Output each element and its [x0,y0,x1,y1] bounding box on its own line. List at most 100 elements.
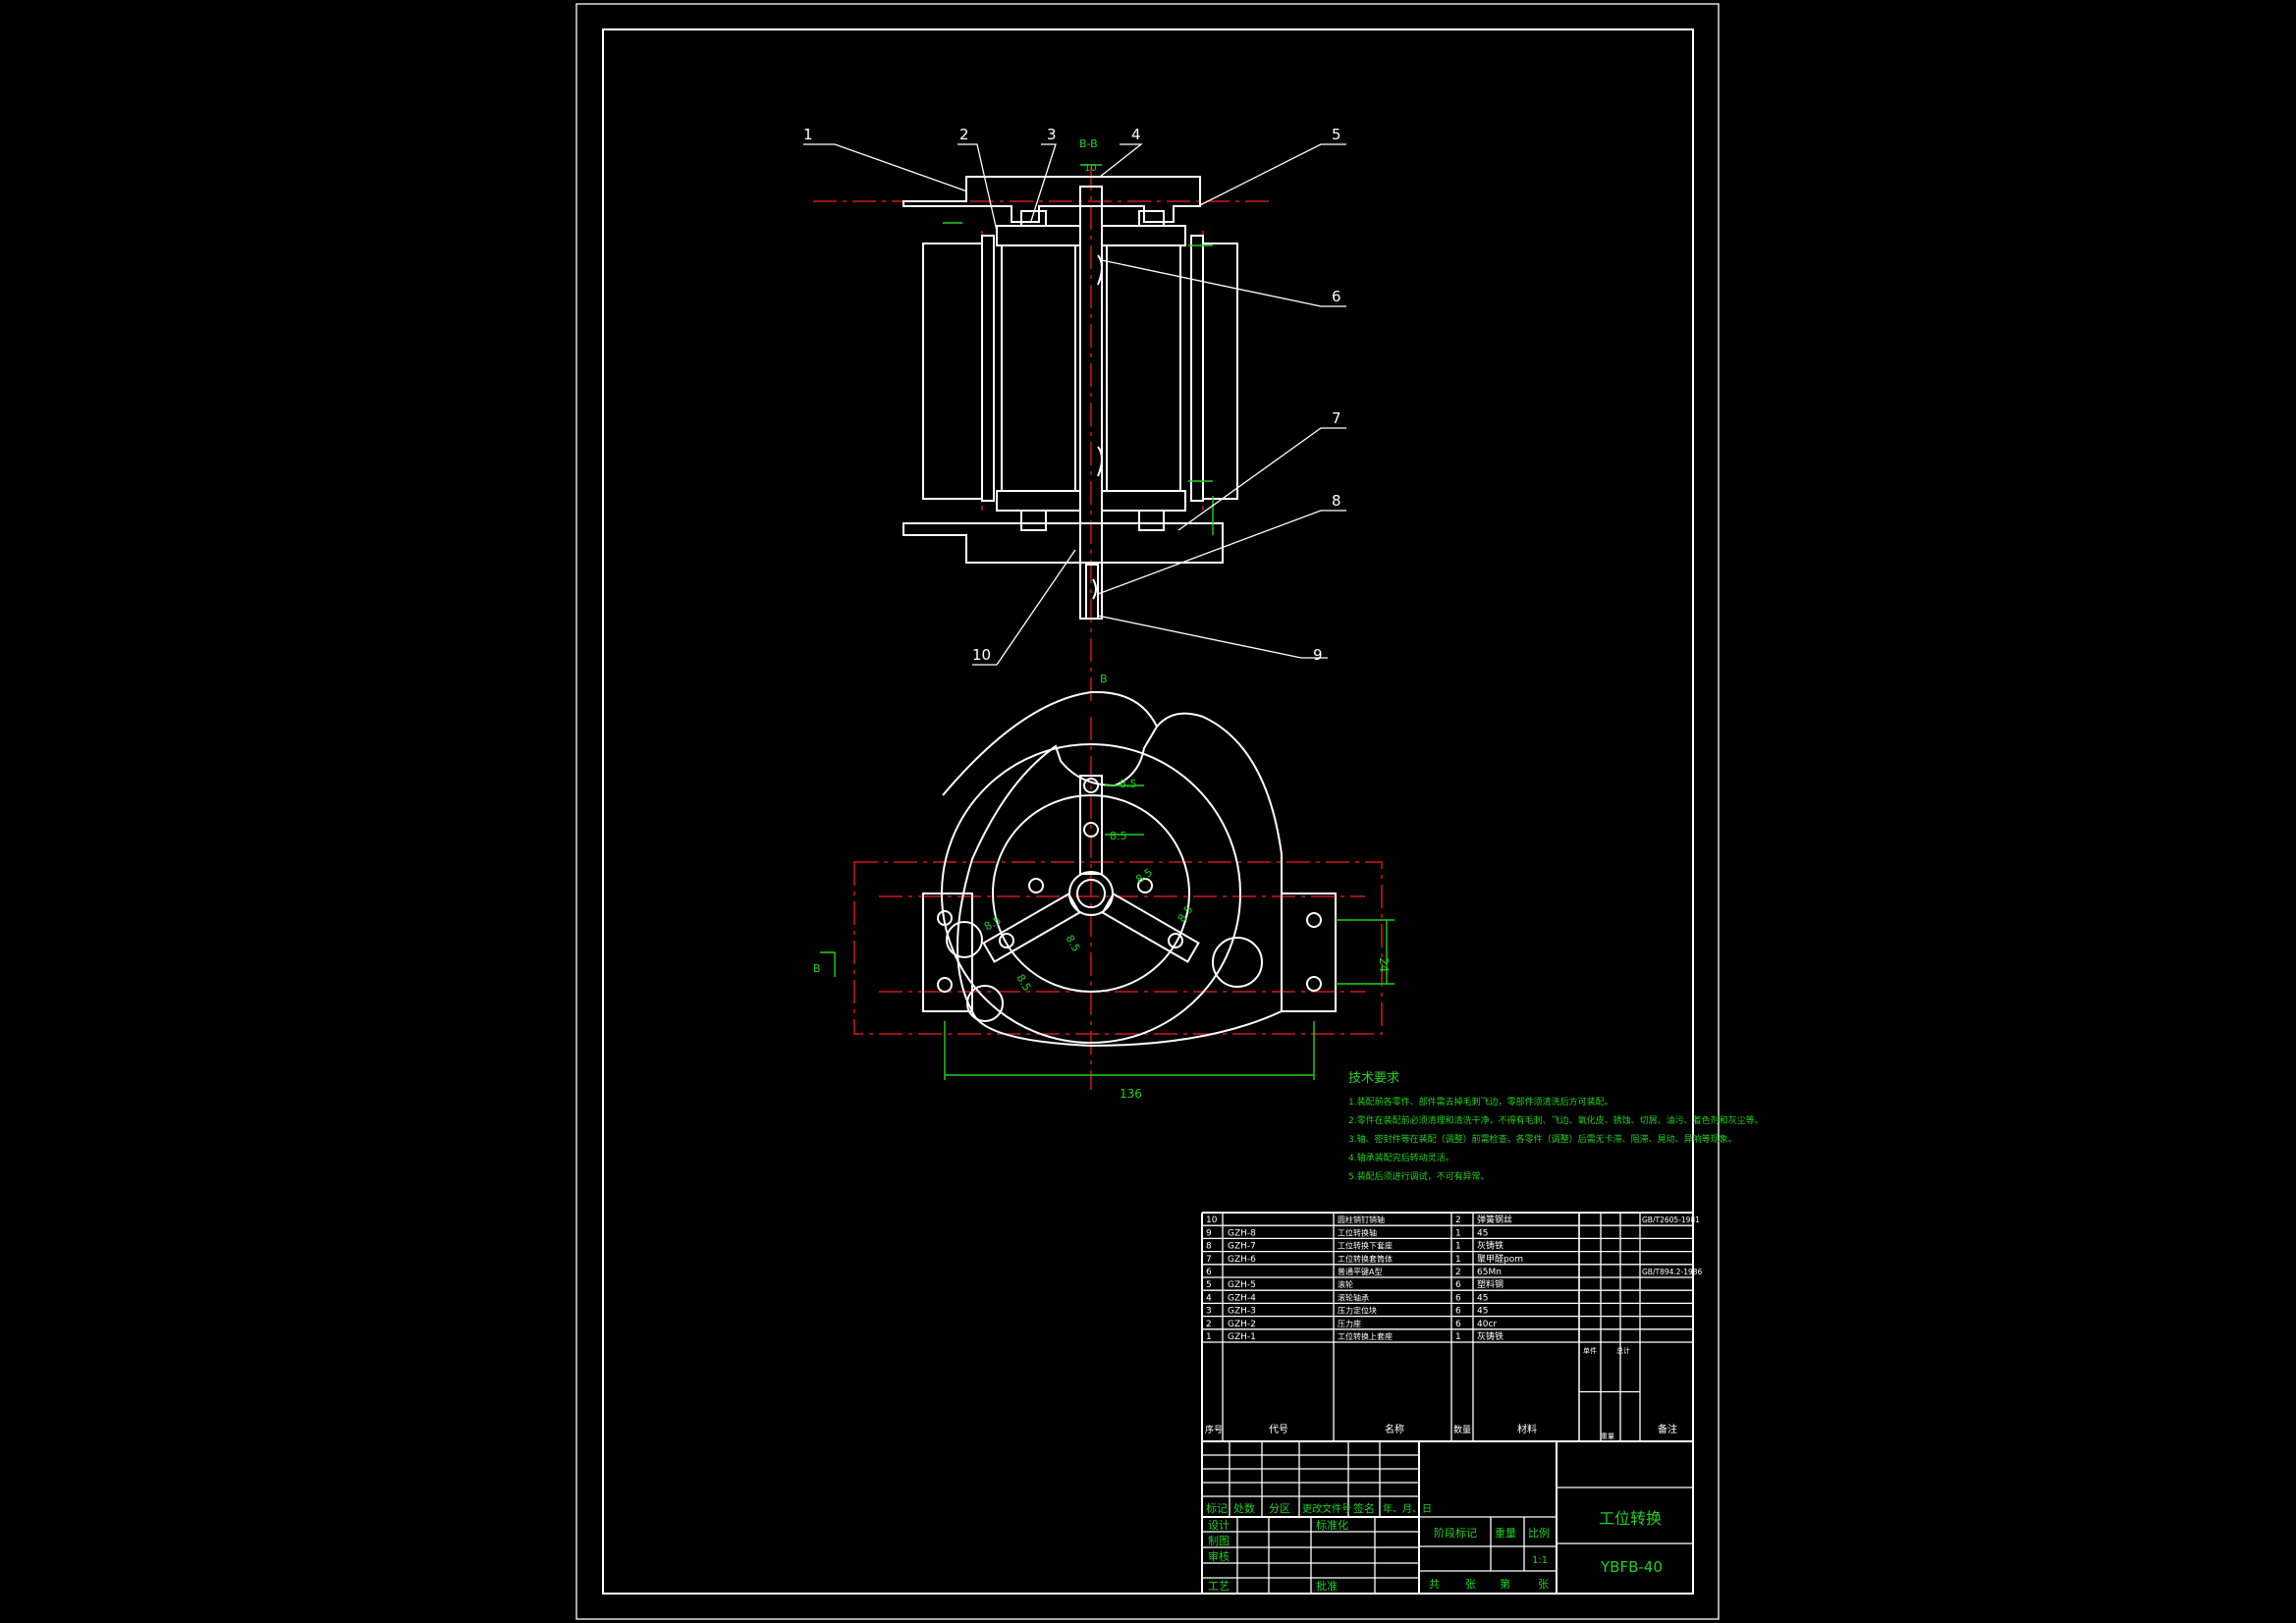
bom-code: GZH-1 [1228,1332,1256,1342]
dim-plan-5: 8.5 [1063,933,1082,954]
tech-title: 技术要求 [1348,1071,1399,1086]
section-label: B-B [1079,137,1098,150]
dim-width: 136 [1120,1087,1142,1101]
plan-view: 8.5 8.5 8.5 8.5 8.5 8.5 8.5 136 24 B [813,690,1394,1101]
title-block: 标记 处数 分区 更改文件号 签名 年、月、日 设计 标准化 制图 审核 工艺 … [1201,1440,1694,1595]
bom-code: GZH-6 [1228,1255,1256,1265]
tb-review: 审核 [1208,1549,1230,1563]
tb-total-unit: 张 [1465,1578,1476,1591]
tb-total: 共 [1429,1578,1440,1591]
leader-5: 5 [1332,126,1341,143]
bom-qty: 2 [1455,1268,1461,1277]
bom-material: 45 [1477,1293,1488,1303]
bom-header-unit: 单件 [1583,1346,1597,1355]
bom-material: 45 [1477,1228,1488,1238]
dim-plan-4: 8.5 [1175,903,1196,925]
bom-name: 滚轮轴承 [1338,1292,1369,1302]
tb-weight: 重量 [1495,1526,1516,1540]
bom-name: 普通平键A型 [1338,1267,1382,1276]
tb-scale-value: 1:1 [1532,1555,1548,1566]
bom-name: 工位转换套筒体 [1338,1254,1393,1264]
bom-name: 工位转换上套座 [1338,1331,1393,1341]
bom-name: 压力座 [1338,1319,1361,1328]
leader-10: 10 [972,646,991,664]
drawing-title: 工位转换 [1599,1509,1662,1528]
bom-header-remark: 备注 [1658,1423,1677,1435]
outer-frame [575,3,1720,1620]
bom-standard: GB/T2605-1981 [1642,1216,1700,1224]
dim-height: 24 [1377,957,1391,972]
dim-plan-6: 8.5 [1013,972,1033,994]
bom-no: 2 [1206,1320,1212,1329]
tb-design: 设计 [1208,1519,1230,1532]
tb-sheet-unit: 张 [1538,1578,1549,1591]
tech-line-4: 4.轴承装配完后转动灵活。 [1348,1152,1454,1163]
bom-code: GZH-3 [1228,1307,1256,1317]
tb-draw: 制图 [1208,1535,1230,1547]
bom-qty: 1 [1455,1228,1461,1238]
technical-requirements: 技术要求 1.装配前各零件、部件需去掉毛刺飞边，零部件须清洗后方可装配。 2.零… [1348,1071,1764,1182]
tb-scale: 比例 [1528,1526,1550,1540]
bom-no: 4 [1206,1293,1212,1303]
dim-top: 10 [1084,163,1097,174]
leader-3: 3 [1047,126,1057,143]
bom-qty: 6 [1455,1280,1461,1290]
tb-date: 年、月、日 [1383,1502,1432,1515]
bom-header-no: 序号 [1205,1424,1223,1435]
bom-name: 工位转换轴 [1338,1227,1377,1237]
tb-change-doc: 更改文件号 [1302,1502,1351,1515]
leader-8: 8 [1332,492,1341,510]
bom-no: 9 [1206,1228,1212,1238]
bom-no: 6 [1206,1268,1212,1277]
section-marker-side: B [813,962,821,975]
drawing-code: YBFB-40 [1600,1558,1663,1576]
bom-no: 1 [1206,1332,1212,1342]
bom-qty: 6 [1455,1320,1461,1329]
inner-frame [602,28,1694,1595]
bom-name: 压力定位块 [1338,1306,1377,1316]
tb-count: 处数 [1233,1502,1255,1515]
bom-name: 滚轮 [1338,1279,1353,1289]
bom-material: 塑料钢 [1477,1278,1503,1290]
bom-header-weight: 重量 [1601,1433,1614,1440]
bom-name: 工位转换下套座 [1338,1241,1393,1251]
bom-no: 7 [1206,1255,1212,1265]
bom-no: 10 [1206,1216,1218,1225]
leader-6: 6 [1332,288,1341,305]
tb-sign: 签名 [1353,1501,1375,1515]
section-marker-top: B [1100,673,1108,685]
dim-plan-2: 8.5 [1110,830,1127,842]
bom-material: 45 [1477,1307,1488,1317]
bom-material: 弹簧钢丝 [1477,1214,1512,1225]
bom-material: 65Mn [1477,1268,1502,1277]
leader-2: 2 [959,126,969,143]
bom-material: 40cr [1477,1320,1497,1329]
tb-zone: 分区 [1269,1502,1290,1515]
tb-approve: 批准 [1316,1579,1338,1593]
tb-stage-mark: 阶段标记 [1434,1526,1477,1540]
bom-name: 圆柱销钉销轴 [1338,1215,1385,1224]
tech-line-1: 1.装配前各零件、部件需去掉毛刺飞边，零部件须清洗后方可装配。 [1348,1096,1613,1108]
bom-no: 3 [1206,1307,1212,1317]
tb-standardize: 标准化 [1316,1518,1348,1532]
bom-material: 灰铸铁 [1477,1240,1503,1252]
bom-standard: GB/T894.2-1986 [1642,1268,1703,1276]
tech-line-3: 3.轴、密封件等在装配（调整）前需检查，各零件（调整）后需无卡滞、阻滞、晃动、异… [1348,1133,1737,1145]
bom-no: 8 [1206,1242,1212,1252]
bom-qty: 1 [1455,1242,1461,1252]
tech-line-5: 5.装配后须进行调试，不可有异常。 [1348,1170,1490,1182]
bom-code: GZH-7 [1228,1242,1256,1252]
bom-material: 聚甲醛pom [1477,1253,1523,1265]
bom-qty: 6 [1455,1307,1461,1317]
bom-code: GZH-5 [1228,1280,1256,1290]
bom-qty: 1 [1455,1255,1461,1265]
bom-no: 5 [1206,1280,1212,1290]
bom-code: GZH-2 [1228,1320,1256,1329]
dim-plan-1: 8.5 [1120,778,1137,790]
tb-process: 工艺 [1208,1580,1230,1593]
bom-code: GZH-8 [1228,1228,1256,1238]
tb-mark: 标记 [1206,1501,1228,1515]
tech-line-2: 2.零件在装配前必须清理和清洗干净，不得有毛刺、飞边、氧化皮、锈蚀、切屑、油污、… [1348,1114,1764,1126]
